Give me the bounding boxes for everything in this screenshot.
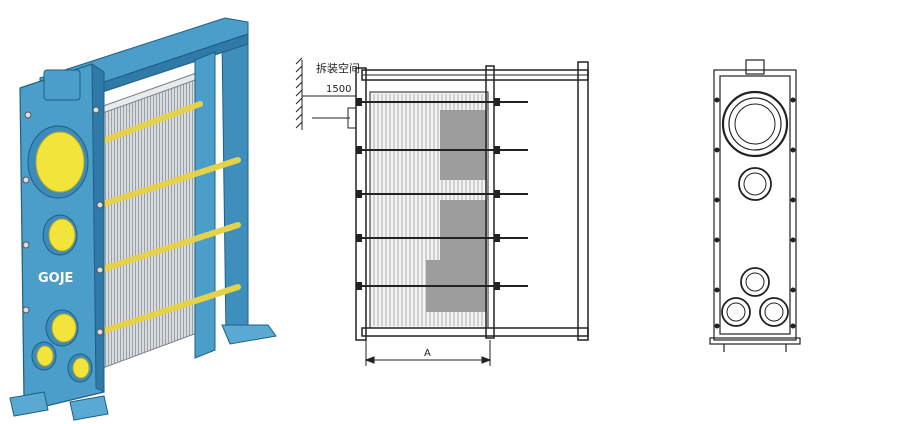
front-port-bottom-right	[759, 297, 789, 327]
rear-support-foot	[221, 324, 277, 345]
port-medium	[42, 214, 78, 256]
tie-bolts	[97, 101, 241, 335]
fixed-plate-side	[355, 67, 367, 341]
isometric-view: GOJE	[0, 0, 290, 424]
port-large	[27, 125, 89, 199]
support-column-side	[577, 61, 589, 341]
bottom-bar	[361, 327, 589, 337]
front-port-upper-mid	[738, 167, 772, 201]
front-frame-bolts	[714, 97, 796, 329]
top-lug	[745, 59, 765, 75]
pressure-plate-side	[485, 65, 495, 339]
wall-hatch	[295, 57, 303, 130]
side-view-drawing: 拆装空间 1500	[290, 0, 620, 424]
frame-bolts	[22, 106, 104, 336]
port-lower-left	[45, 309, 79, 347]
plate-pack-side	[369, 91, 489, 329]
bolt-nuts-side	[356, 98, 500, 290]
clearance-dimension	[302, 95, 357, 129]
front-foot-left	[9, 391, 49, 417]
pressure-plate	[194, 51, 216, 359]
front-view-drawing	[680, 0, 830, 424]
tie-bolts-side	[362, 101, 528, 287]
bottom-foot	[709, 337, 801, 345]
clearance-label: 拆装空间	[316, 61, 360, 75]
port-bottom-left	[31, 341, 57, 371]
brand-logo: GOJE	[38, 271, 73, 286]
front-foot-right	[69, 395, 109, 421]
front-port-top	[721, 90, 789, 158]
isometric-svg: GOJE	[9, 17, 277, 421]
clearance-value: 1500	[326, 84, 351, 95]
dimension-a-label: A	[424, 348, 431, 359]
front-port-lower	[740, 267, 770, 297]
front-view-svg	[709, 59, 801, 352]
front-port-bottom-left	[721, 297, 751, 327]
side-view-svg: 拆装空间 1500	[295, 57, 589, 366]
port-bottom-right	[67, 353, 93, 383]
dimension-a	[364, 340, 492, 366]
front-frame-outline	[713, 69, 797, 341]
front-plate-bracket	[43, 69, 81, 101]
